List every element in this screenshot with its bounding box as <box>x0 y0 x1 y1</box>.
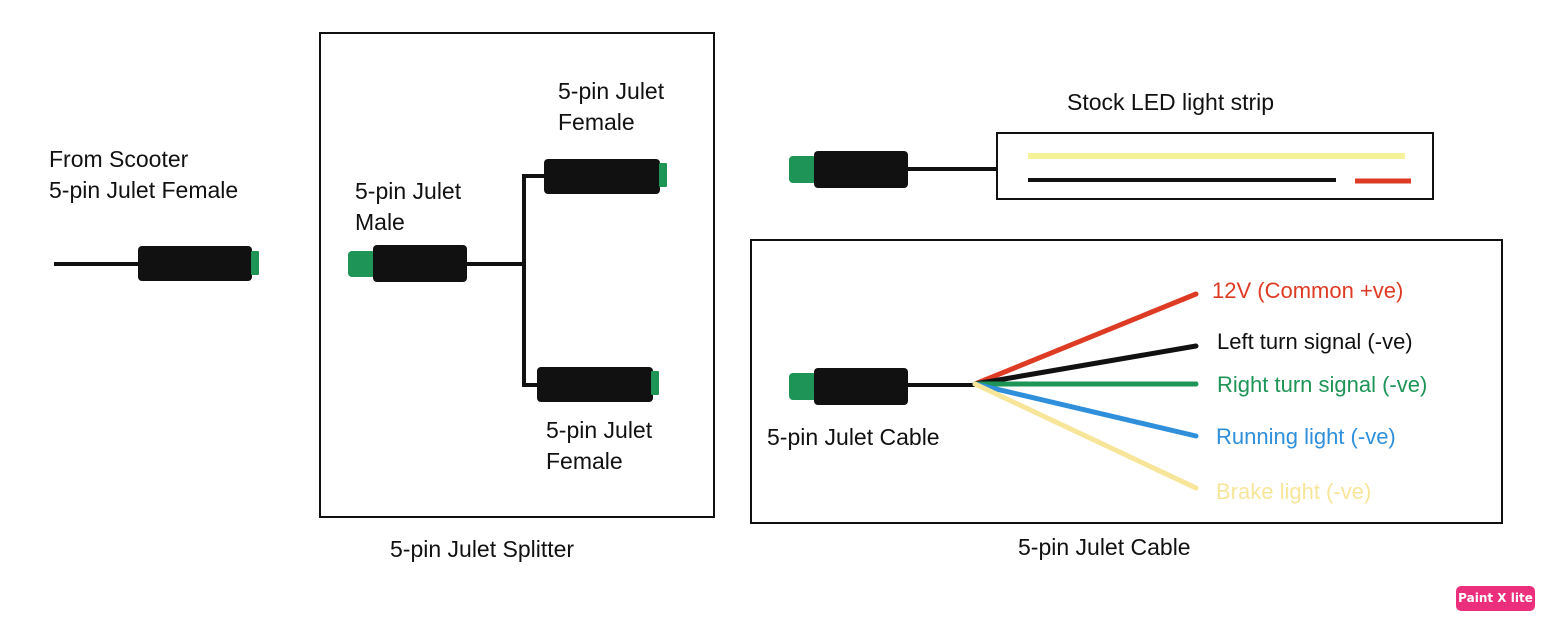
led-connector-body <box>814 151 908 188</box>
splitter-female-top-tip <box>659 163 667 187</box>
splitter-female-bottom-label-line1: 5-pin Julet <box>546 417 653 443</box>
cable-wire-running <box>972 381 1199 439</box>
scooter-connector-tip <box>251 251 259 275</box>
splitter-male-label-line1: 5-pin Julet <box>355 178 462 204</box>
led-connector-tip <box>789 156 817 183</box>
paint-x-lite-watermark: Paint X lite <box>1456 586 1535 611</box>
wire-label-right-turn: Right turn signal (-ve) <box>1217 372 1428 397</box>
wire-label-running: Running light (-ve) <box>1216 424 1396 449</box>
splitter-male-label-line2: Male <box>355 209 405 235</box>
splitter-female-top-label-line1: 5-pin Julet <box>558 78 665 104</box>
wire-label-brake: Brake light (-ve) <box>1216 479 1372 504</box>
cable-wire-left-turn <box>972 343 1199 387</box>
splitter-male-tip <box>348 251 376 277</box>
wire-label-left-turn: Left turn signal (-ve) <box>1217 329 1413 354</box>
splitter-female-bottom-label-line2: Female <box>546 448 623 474</box>
splitter-female-bottom-tip <box>651 371 659 395</box>
cable-box <box>750 239 1503 524</box>
splitter-male-body <box>373 245 467 282</box>
splitter-female-top-body <box>544 159 660 194</box>
scooter-connector-body <box>138 246 252 281</box>
splitter-branch <box>522 174 546 387</box>
splitter-box <box>319 32 715 518</box>
scooter-label-line2: 5-pin Julet Female <box>49 177 239 203</box>
splitter-female-top-label-line2: Female <box>558 109 635 135</box>
cable-wire-brake <box>972 381 1199 491</box>
splitter-caption: 5-pin Julet Splitter <box>390 536 575 562</box>
cable-connector-label: 5-pin Julet Cable <box>767 424 940 450</box>
scooter-label-line1: From Scooter <box>49 146 189 172</box>
led-strip-box <box>996 132 1434 200</box>
led-strip-label: Stock LED light strip <box>1067 89 1275 115</box>
splitter-female-bottom-body <box>537 367 653 402</box>
cable-wire-12v <box>972 291 1199 387</box>
cable-caption: 5-pin Julet Cable <box>1018 534 1191 560</box>
cable-connector-tip <box>789 373 817 400</box>
wire-label-12v: 12V (Common +ve) <box>1212 278 1404 303</box>
cable-connector-body <box>814 368 908 405</box>
